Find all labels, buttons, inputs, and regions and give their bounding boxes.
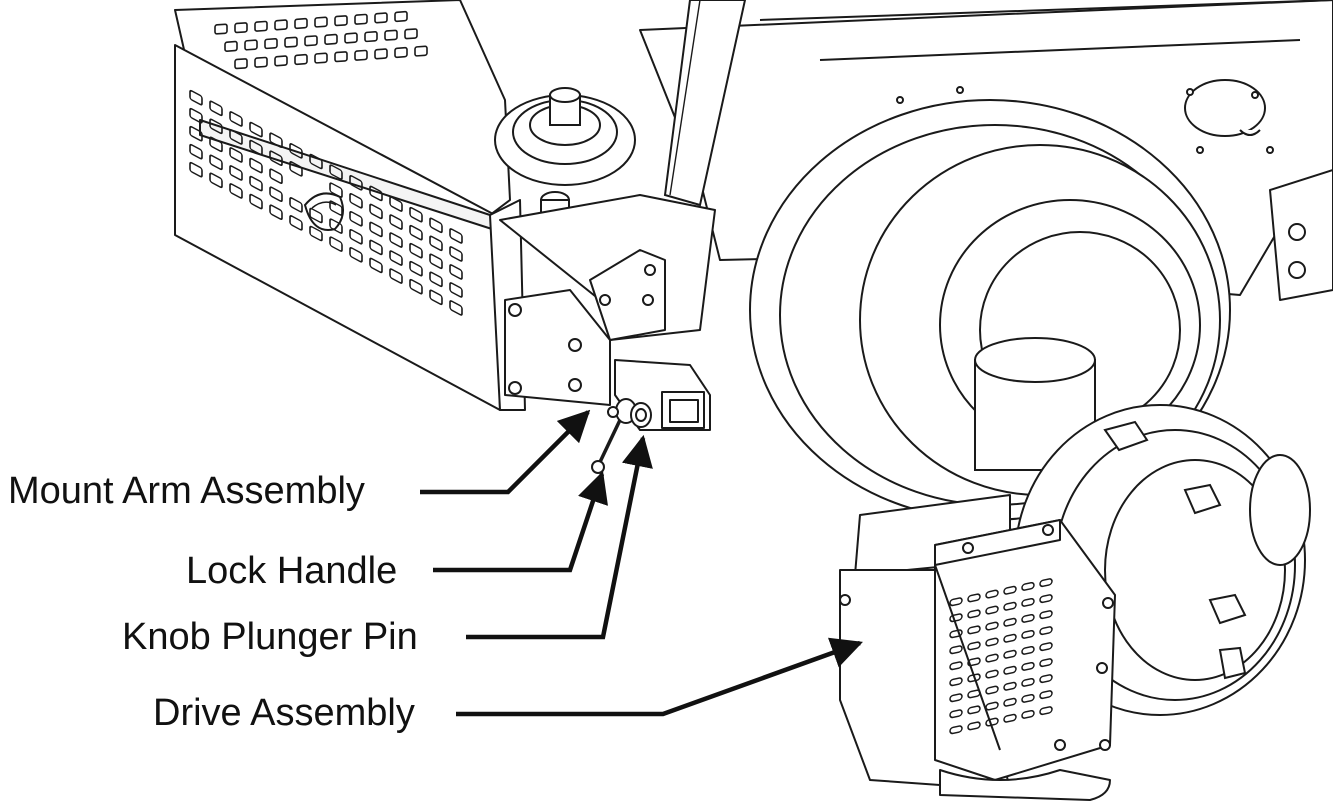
drive-cover-slots [949,578,1053,735]
mount-arm-bracket [499,194,716,431]
callout-leaders [420,409,863,717]
callout-label-mount-arm-assembly: Mount Arm Assembly [8,470,365,512]
upright-strut [663,0,747,207]
lock-handle-part [591,398,652,474]
leader-mount-arm [420,409,591,495]
drive-assembly-part [839,494,1116,801]
leader-drive-assembly [456,637,863,717]
spindle-pulley [494,87,636,219]
leader-lock-handle [433,471,608,573]
leader-knob-plunger-pin [466,434,653,640]
callout-label-lock-handle: Lock Handle [186,550,398,592]
blower-housing [974,337,1311,716]
deck-perforations [189,10,463,316]
callout-label-drive-assembly: Drive Assembly [153,692,415,734]
mower-deck [174,0,526,411]
callout-label-knob-plunger-pin: Knob Plunger Pin [122,616,418,658]
